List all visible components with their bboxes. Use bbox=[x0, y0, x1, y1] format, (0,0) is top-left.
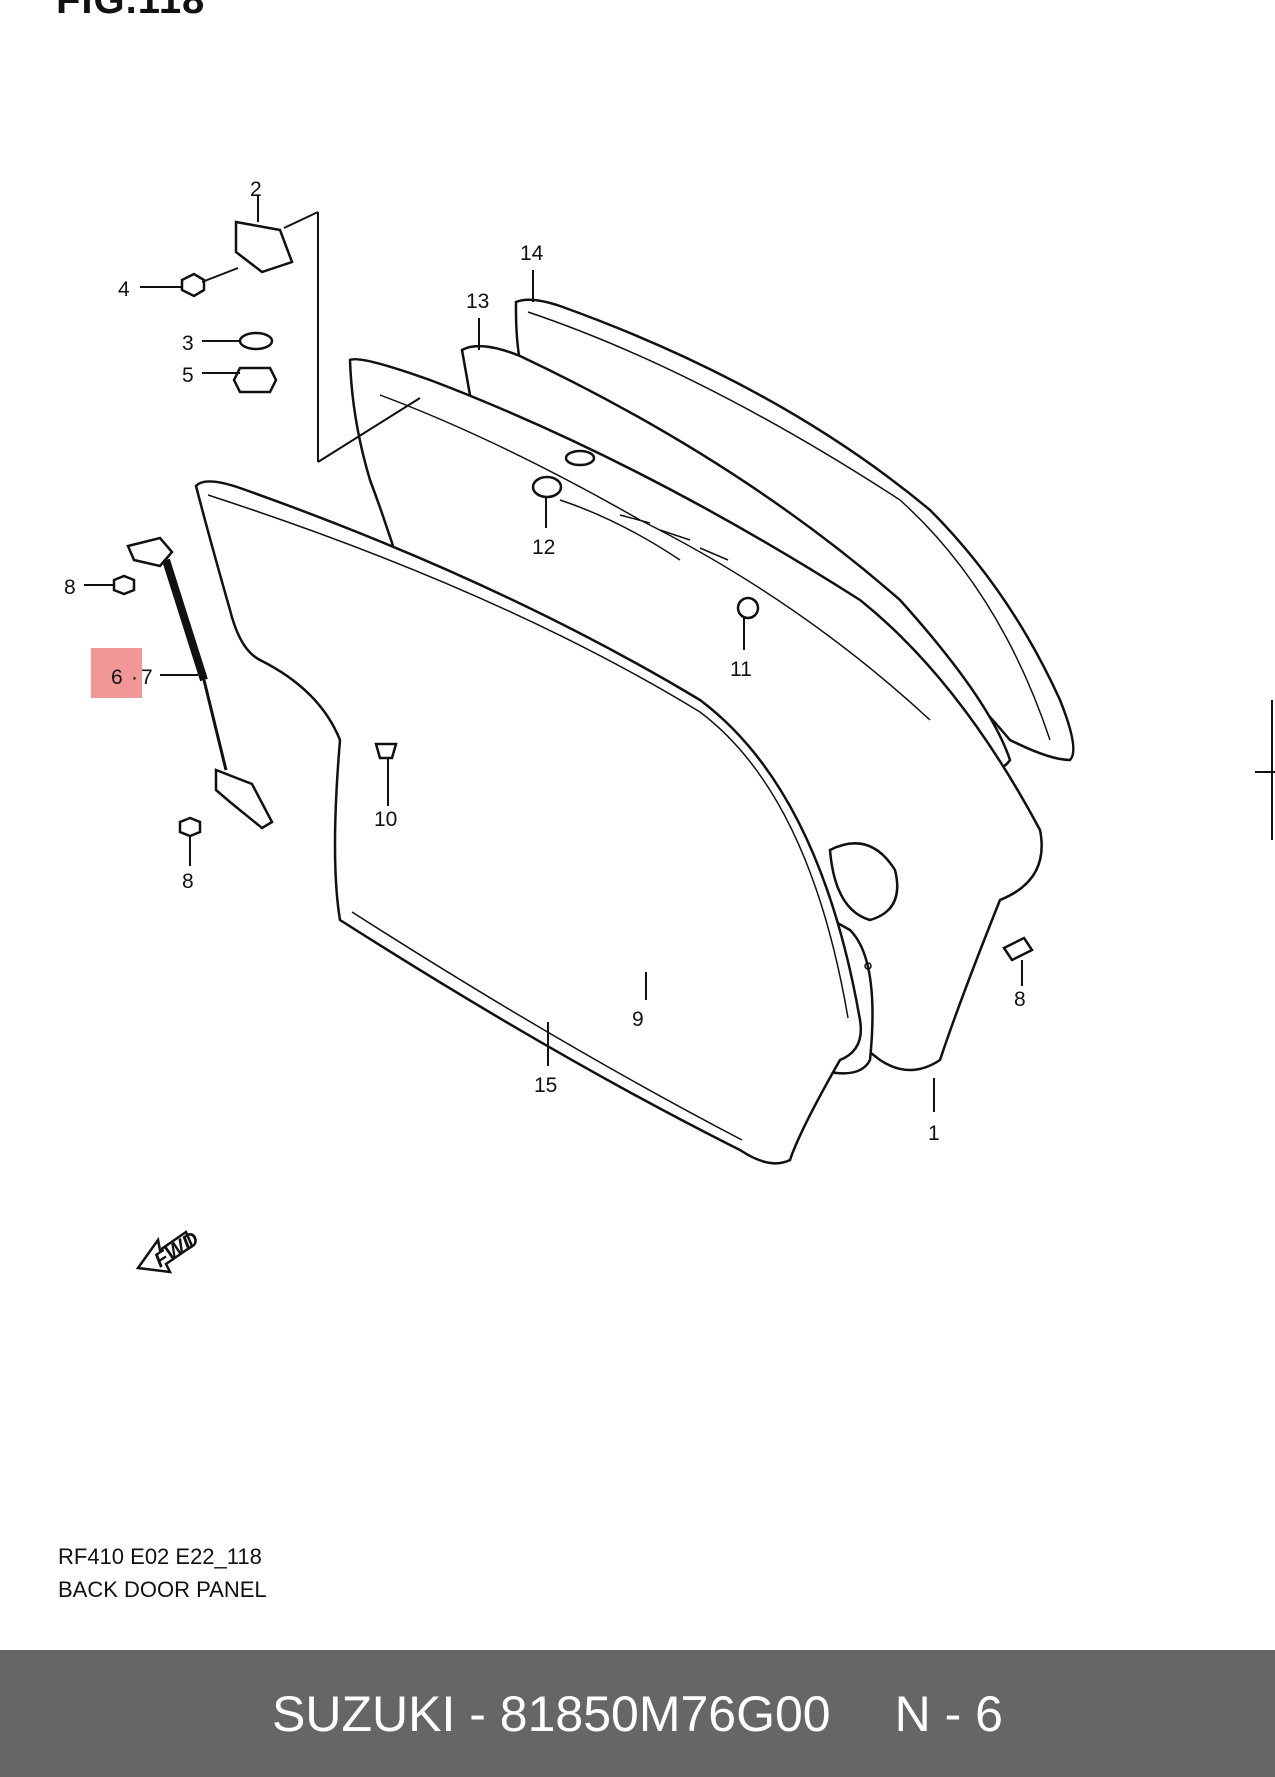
footer-part-number: SUZUKI - 81850M76G00 bbox=[272, 1685, 831, 1742]
part-13-grommet bbox=[531, 475, 563, 499]
callout-8-lower: 8 bbox=[182, 870, 194, 893]
part-9-bumper bbox=[1002, 936, 1034, 962]
part-5-nut bbox=[232, 366, 278, 394]
callout-16: 15 bbox=[534, 1074, 557, 1097]
part-2-hinge bbox=[234, 220, 294, 274]
callout-10: 9 bbox=[632, 1008, 644, 1031]
part-11-clip bbox=[374, 742, 398, 760]
callout-1: 1 bbox=[928, 1122, 940, 1145]
part-16-weatherstrip bbox=[194, 480, 863, 1165]
part-12-plug bbox=[736, 596, 760, 620]
callout-3: 3 bbox=[182, 332, 194, 355]
fwd-label: FWD bbox=[150, 1227, 203, 1272]
fwd-arrow-icon: FWD bbox=[135, 1227, 203, 1274]
footer-bar: SUZUKI - 81850M76G00 N - 6 bbox=[0, 1650, 1275, 1777]
parts-diagram: 2 4 3 5 8 6 · 7 8 10 12 11 14 13 9 15 1 … bbox=[64, 178, 1275, 1274]
callout-13: 12 bbox=[532, 536, 555, 559]
figure-number: FIG.118 bbox=[56, 0, 206, 22]
figure-title: BACK DOOR PANEL bbox=[58, 1577, 267, 1602]
svg-text:·: · bbox=[131, 666, 138, 689]
callout-8-upper: 8 bbox=[64, 576, 76, 599]
callout-2: 2 bbox=[250, 178, 262, 201]
part-7-damper bbox=[162, 558, 208, 682]
part-3-washer bbox=[238, 331, 274, 351]
part-8-bolt-upper bbox=[112, 574, 136, 596]
callout-5: 5 bbox=[182, 364, 194, 387]
callout-6: 6 bbox=[111, 666, 123, 689]
highlight-marker bbox=[91, 648, 142, 698]
callout-12: 11 bbox=[730, 658, 752, 681]
callout-11: 10 bbox=[374, 808, 397, 831]
callout-4: 4 bbox=[118, 278, 130, 301]
callout-15: 14 bbox=[520, 242, 544, 265]
callout-7: 7 bbox=[141, 666, 153, 689]
part-4-bolt bbox=[180, 272, 206, 298]
footer-ref: N - 6 bbox=[894, 1685, 1003, 1742]
callout-9: 8 bbox=[1014, 988, 1026, 1011]
figure-code: RF410 E02 E22_118 bbox=[58, 1544, 262, 1569]
callout-14: 13 bbox=[466, 290, 489, 313]
part-8-bolt-lower bbox=[178, 816, 202, 838]
